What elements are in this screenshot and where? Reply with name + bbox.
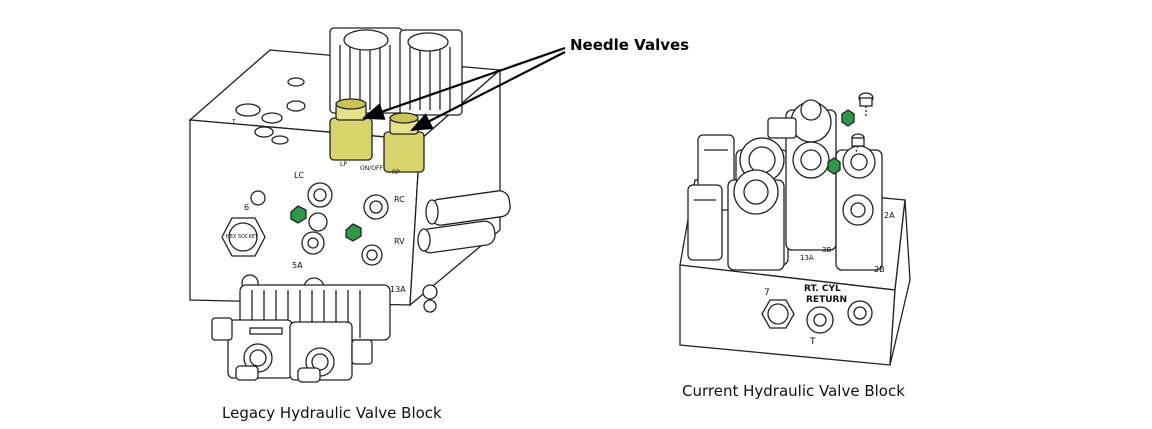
- legacy-port-rc: RC: [394, 195, 405, 204]
- current-port-2a: 2A: [884, 211, 895, 220]
- legacy-top-ports: [235, 77, 306, 145]
- legacy-port-rv: RV: [394, 237, 405, 246]
- needle-valve-left: [329, 98, 373, 161]
- current-block-right-face: [889, 199, 911, 366]
- legacy-port-t: T: [231, 119, 236, 126]
- current-port-rt-cyl: RT. CYL: [804, 284, 841, 294]
- callout-arrow-right: [410, 51, 566, 131]
- legacy-port-lp: LP: [340, 161, 347, 168]
- current-block-caption: Current Hydraulic Valve Block: [682, 382, 905, 400]
- current-front-ports: [761, 299, 873, 334]
- current-valve-block: RT. CYL RETURN 7 T 2A 2B 13A 3B: [679, 92, 911, 366]
- legacy-port-13a: 13A: [390, 285, 406, 294]
- legacy-block-caption: Legacy Hydraulic Valve Block: [222, 404, 442, 422]
- current-port-return: RETURN: [806, 295, 847, 305]
- legacy-port-5a: 5A: [292, 261, 303, 270]
- legacy-port-onoff: ON/OFF: [360, 165, 383, 172]
- needle-valve-callout-arrows: [361, 46, 566, 131]
- current-exploded-parts: [851, 92, 874, 153]
- legacy-port-lc: LC: [294, 171, 304, 180]
- legacy-side-connectors: [417, 190, 511, 313]
- legacy-green-fittings: [290, 205, 362, 242]
- current-port-t: T: [809, 337, 816, 347]
- current-port-7: 7: [764, 288, 770, 298]
- current-port-3b: 3B: [822, 246, 831, 254]
- legacy-bottom-coil-modules: [211, 284, 391, 383]
- legacy-hex-plug: [221, 217, 266, 257]
- legacy-port-rp: RP: [392, 169, 400, 176]
- legacy-valve-block: LC RC RV 5A 13A 6 LP ON/OFF RP T HEX SOC…: [188, 27, 511, 383]
- needle-valve-right: [383, 112, 425, 173]
- current-green-fittings: [827, 109, 855, 175]
- callout-arrow-left: [361, 46, 566, 120]
- current-port-2b: 2B: [874, 265, 885, 274]
- current-port-13a: 13A: [800, 254, 814, 262]
- current-cartridge-valves: [727, 99, 883, 271]
- legacy-port-6: 6: [244, 203, 249, 212]
- legacy-plug-text: HEX SOCKET: [226, 234, 259, 240]
- current-left-connectors: [687, 134, 735, 261]
- needle-valves-callout: Needle Valves: [570, 36, 690, 54]
- legacy-solenoid-coils: [329, 27, 463, 116]
